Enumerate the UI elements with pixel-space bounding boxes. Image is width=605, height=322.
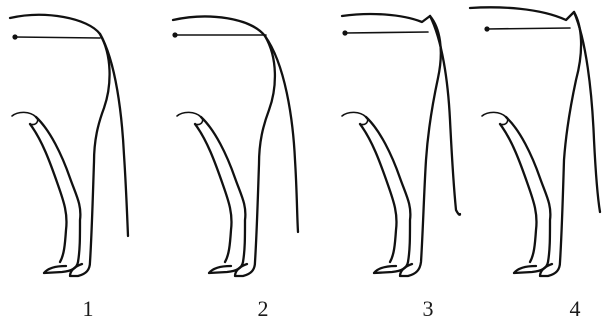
- panel-2: 2: [172, 17, 298, 321]
- panel-4: 4: [470, 7, 600, 321]
- panel-label-3: 3: [423, 296, 434, 321]
- panel-2-outline: [172, 17, 298, 276]
- panel-1-outline: [10, 15, 128, 276]
- panel-4-outline: [470, 7, 600, 276]
- panel-label-1: 1: [83, 296, 94, 321]
- panel-1: 1: [10, 15, 128, 321]
- panel-label-4: 4: [570, 296, 581, 321]
- panel-label-2: 2: [258, 296, 269, 321]
- panel-3-outline: [342, 14, 460, 276]
- panel-3: 3: [342, 14, 460, 321]
